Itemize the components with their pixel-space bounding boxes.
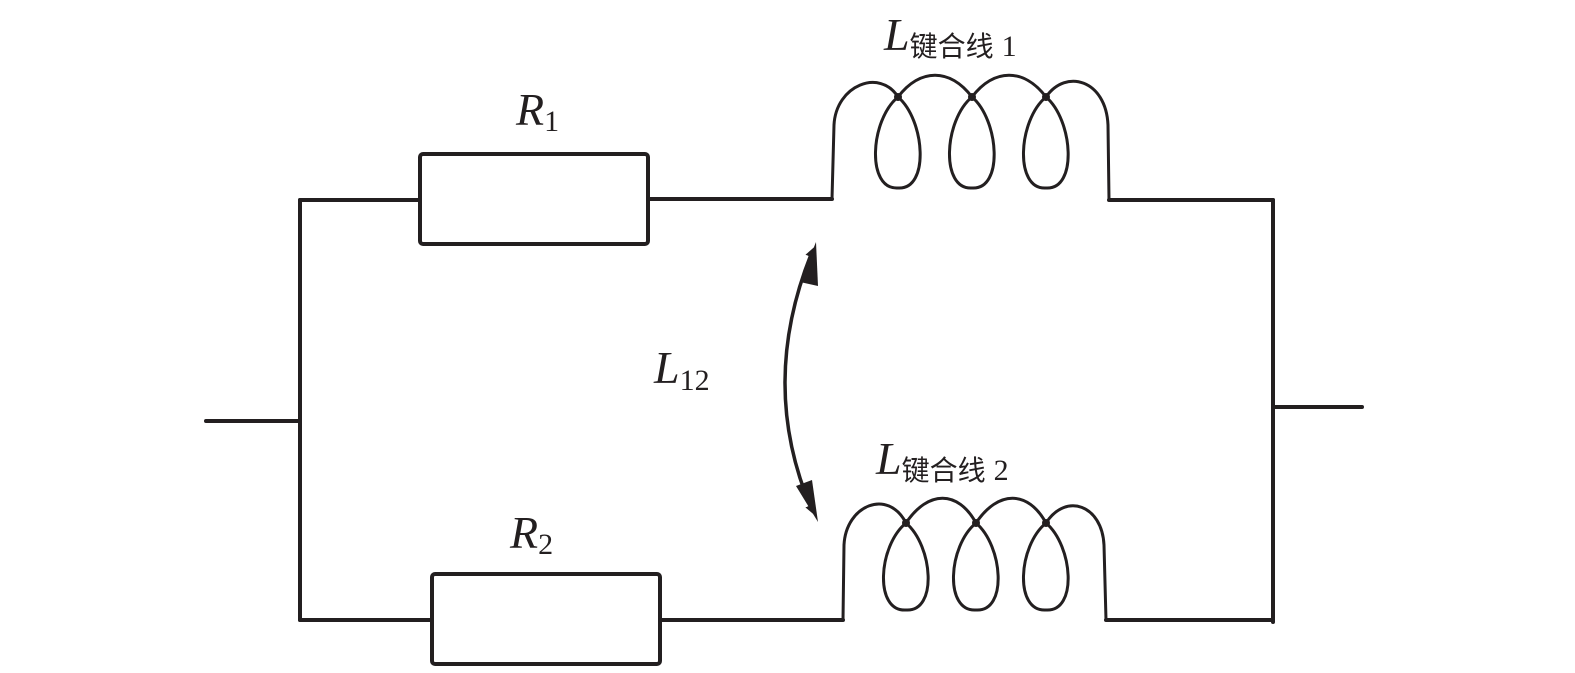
label-mutual-inductance: L12 (653, 342, 710, 397)
mutual-inductance-arrow (783, 247, 815, 515)
label-r2: R2 (509, 507, 553, 561)
inductor-l-bond2 (841, 496, 1108, 621)
resistor-r1 (418, 152, 650, 246)
arrowhead-up-icon (800, 242, 818, 286)
arrowhead-down-icon (796, 480, 818, 522)
inductor-l-bond1 (830, 73, 1111, 200)
resistor-r2 (430, 572, 662, 666)
label-r1: R1 (515, 84, 559, 138)
